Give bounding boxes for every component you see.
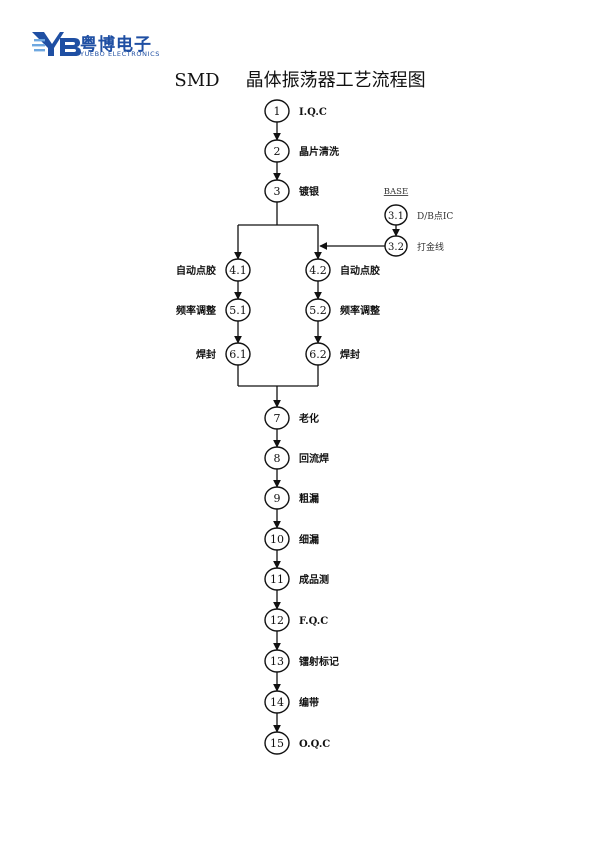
company-logo: [32, 32, 81, 56]
step-nodes: 1 I.Q.C 2 晶片清洗 3 镀银 3.1 D/B点IC 3.2 打金线 4.1 自动点胶 4.2 自…: [176, 99, 453, 755]
step-number: 6.2: [309, 348, 327, 361]
step-node-3-1: 3.1 D/B点IC: [384, 204, 453, 226]
step-label: 成品测: [299, 573, 329, 586]
step-label: O.Q.C: [299, 739, 330, 750]
step-circle: [264, 649, 290, 673]
step-node-12: 12 F.Q.C: [264, 608, 328, 632]
step-label: 焊封: [196, 348, 216, 361]
step-label: 频率调整: [176, 304, 216, 317]
step-node-13: 13 镭射标记: [264, 649, 339, 673]
step-number: 6.1: [229, 348, 247, 361]
step-label: 镀银: [299, 185, 320, 198]
step-label: 回流焊: [299, 452, 329, 465]
step-number: 4.2: [309, 264, 327, 277]
step-number: 5.1: [229, 304, 247, 317]
step-label: 编带: [299, 696, 319, 709]
step-node-2: 2 晶片清洗: [264, 139, 339, 163]
step-number: 5.2: [309, 304, 327, 317]
step-circle: [264, 139, 290, 163]
yb-logo-mark: [32, 32, 81, 56]
title-code: SMD: [174, 70, 220, 91]
step-number: 4.1: [229, 264, 247, 277]
step-circle: [264, 608, 290, 632]
step-circle: [264, 406, 290, 430]
step-label: 晶片清洗: [299, 145, 339, 158]
step-label: 打金线: [417, 241, 444, 253]
company-name: 粤博电子: [80, 35, 152, 55]
step-label: 老化: [298, 412, 319, 425]
step-circle: [264, 690, 290, 714]
step-node-5-2: 5.2 频率调整: [305, 298, 380, 322]
step-label: 焊封: [340, 348, 360, 361]
step-node-6-1: 6.1 焊封: [196, 342, 251, 366]
step-circle: [305, 298, 331, 322]
step-circle: [384, 235, 408, 257]
step-node-5-1: 5.1 频率调整: [176, 298, 251, 322]
page-title: SMD 晶体振荡器工艺流程图: [0, 66, 600, 92]
step-circle: [264, 486, 290, 510]
step-node-4-2: 4.2 自动点胶: [305, 258, 380, 282]
step-label: 粗漏: [299, 492, 319, 505]
step-number: 12: [270, 614, 284, 627]
step-node-9: 9 粗漏: [264, 486, 319, 510]
step-number: 11: [270, 573, 284, 586]
step-node-7: 7 老化: [264, 406, 319, 430]
step-node-3: 3 镀银: [264, 179, 320, 203]
step-circle: [264, 527, 290, 551]
base-label: BASE: [384, 187, 408, 197]
step-label: 细漏: [299, 533, 319, 546]
step-node-15: 15 O.Q.C: [264, 731, 330, 755]
step-label: I.Q.C: [299, 107, 327, 118]
step-node-8: 8 回流焊: [264, 446, 329, 470]
step-number: 13: [270, 655, 284, 668]
step-number: 3.2: [388, 242, 404, 253]
step-label: 频率调整: [340, 304, 380, 317]
step-circle: [225, 342, 251, 366]
step-number: 15: [270, 737, 284, 750]
step-number: 7: [274, 412, 281, 425]
step-number: 3: [274, 185, 281, 198]
step-circle: [305, 258, 331, 282]
step-circle: [264, 731, 290, 755]
company-name-en: YUEBO ELECTRONICS: [80, 50, 160, 58]
step-node-1: 1 I.Q.C: [264, 99, 327, 123]
step-circle: [264, 446, 290, 470]
step-node-4-1: 4.1 自动点胶: [176, 258, 251, 282]
step-circle: [225, 298, 251, 322]
step-label: 镭射标记: [298, 655, 339, 668]
step-number: 2: [274, 145, 281, 158]
step-label: 自动点胶: [340, 264, 380, 277]
step-node-6-2: 6.2 焊封: [305, 342, 360, 366]
step-number: 1: [274, 105, 281, 118]
step-circle: [305, 342, 331, 366]
step-circle: [264, 179, 290, 203]
step-circle: [384, 204, 408, 226]
step-number: 14: [270, 696, 284, 709]
step-circle: [264, 99, 290, 123]
title-name: 晶体振荡器工艺流程图: [245, 70, 426, 91]
step-node-14: 14 编带: [264, 690, 319, 714]
step-number: 10: [270, 533, 284, 546]
connector-lines: [234, 122, 400, 733]
step-label: F.Q.C: [299, 616, 328, 627]
step-circle: [264, 567, 290, 591]
step-node-10: 10 细漏: [264, 527, 319, 551]
step-label: 自动点胶: [176, 264, 216, 277]
step-circle: [225, 258, 251, 282]
step-node-11: 11 成品测: [264, 567, 329, 591]
step-label: D/B点IC: [417, 211, 453, 222]
step-number: 3.1: [388, 211, 404, 222]
step-number: 9: [274, 492, 281, 505]
step-number: 8: [274, 452, 281, 465]
step-node-3-2: 3.2 打金线: [384, 235, 444, 257]
